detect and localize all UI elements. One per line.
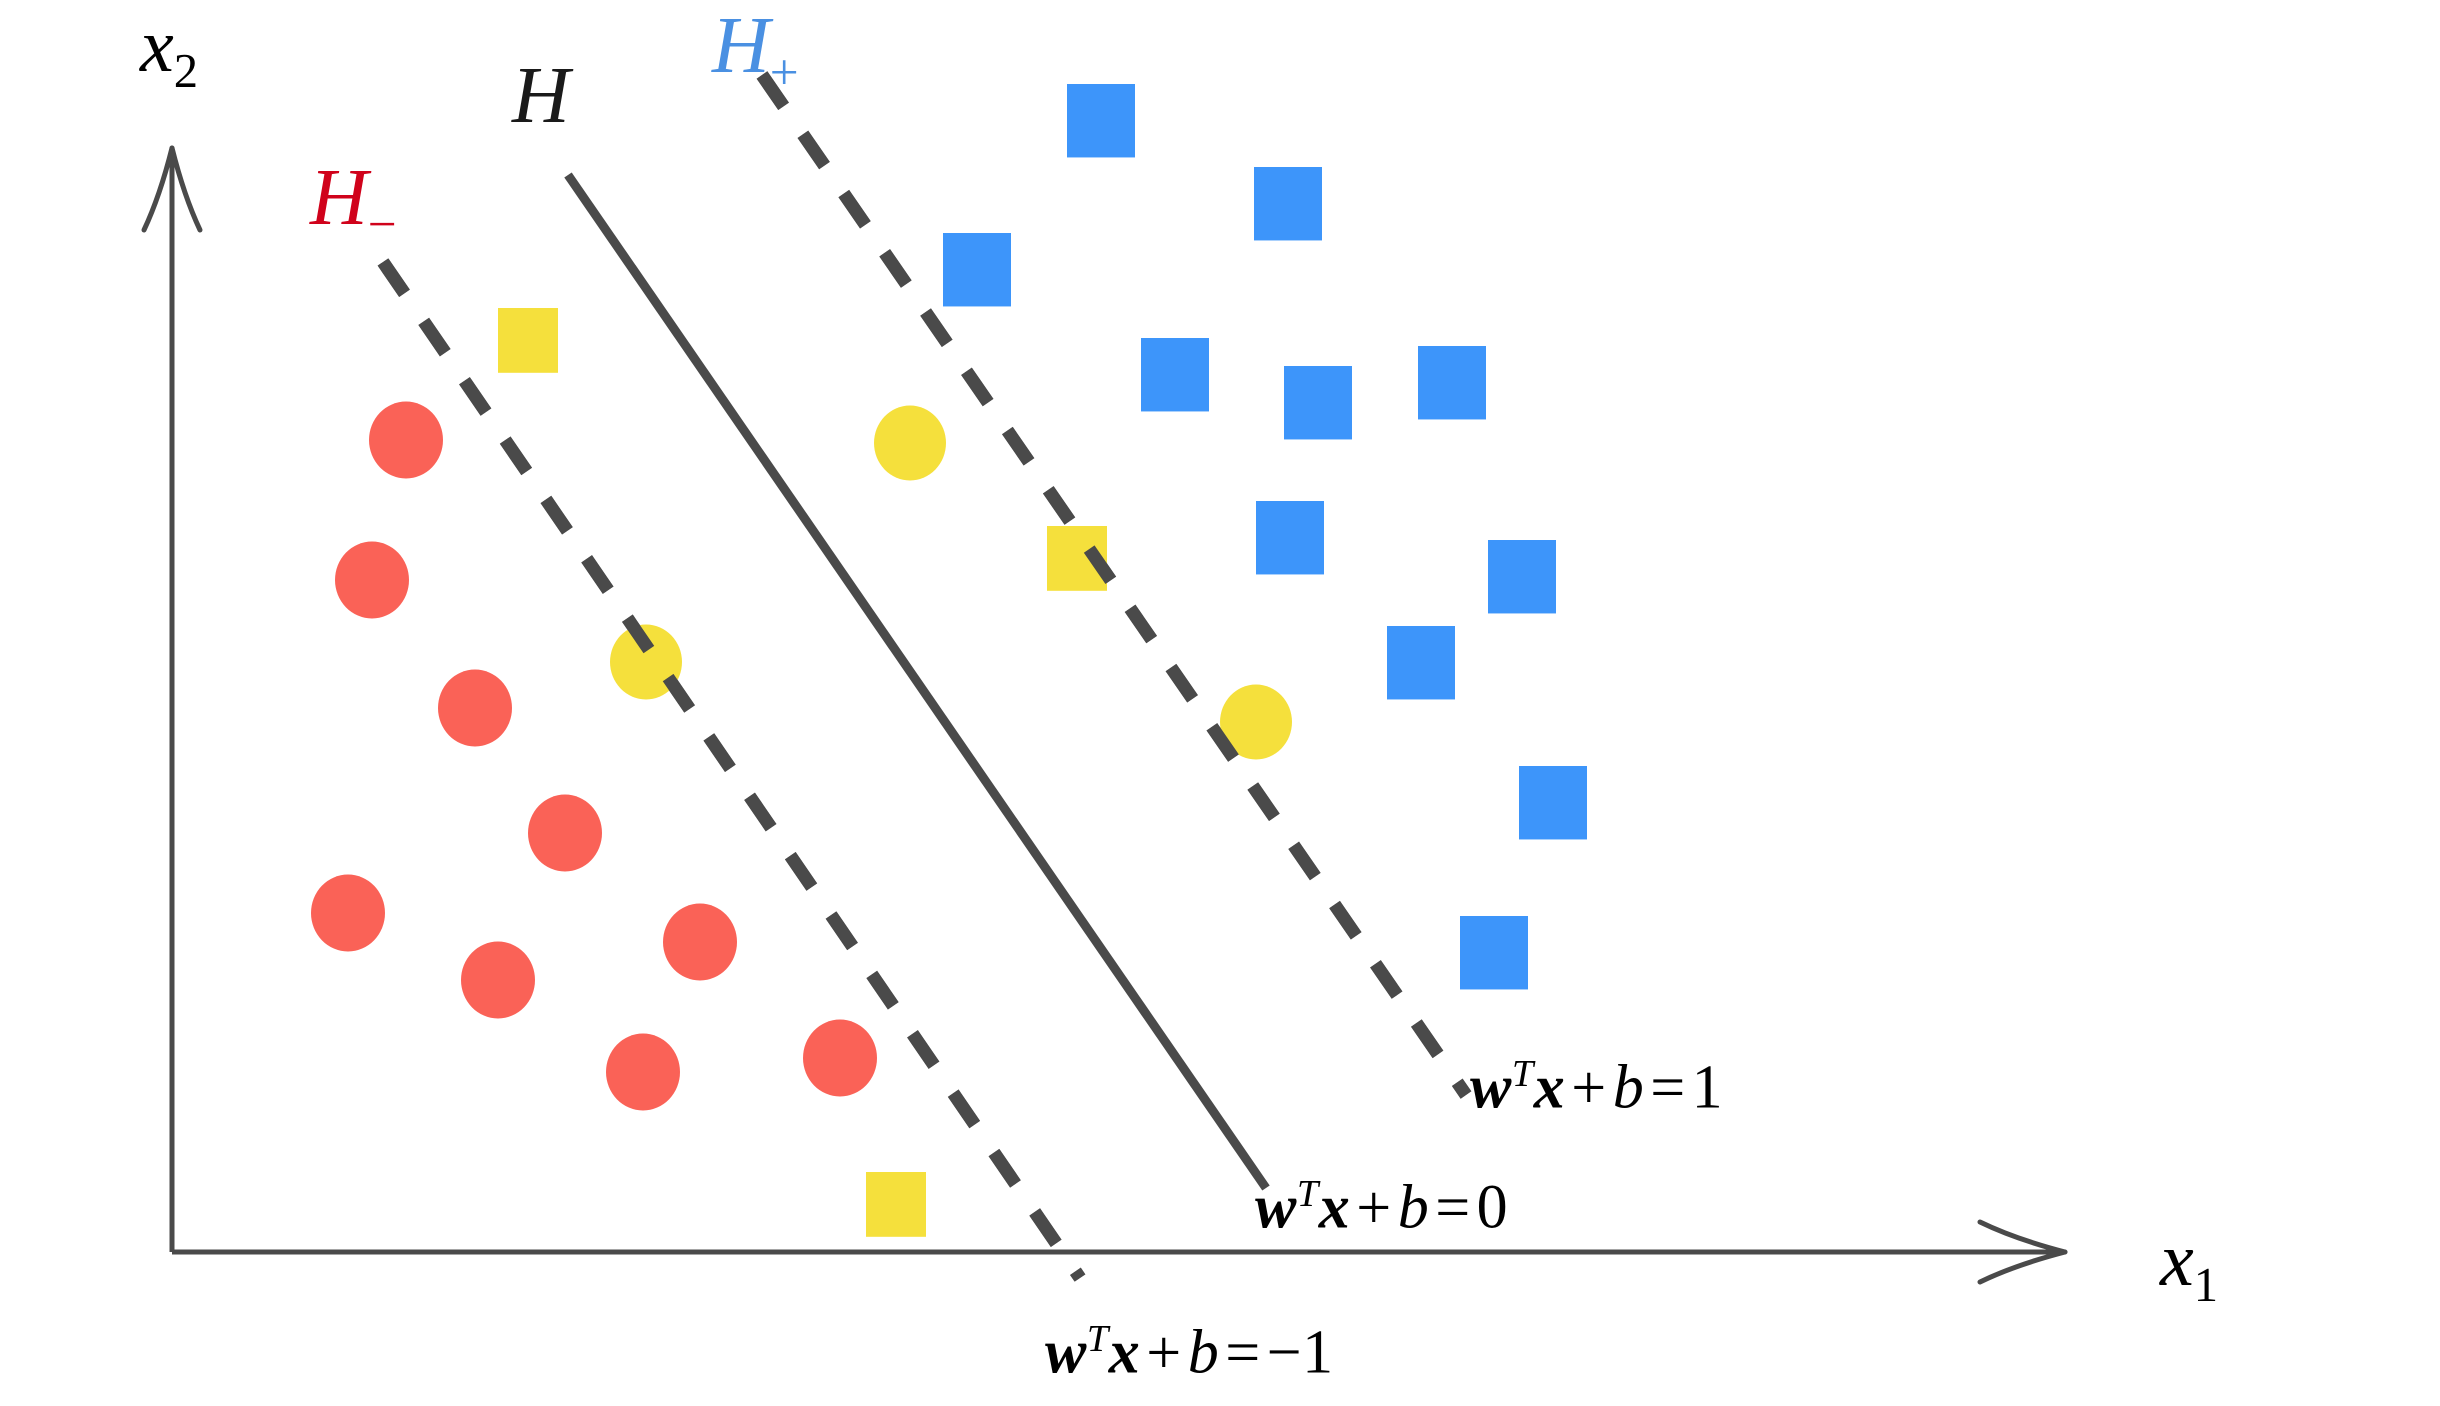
eq-minus-value: −1 — [1266, 1318, 1334, 1387]
data-point-circle — [335, 541, 409, 619]
data-point-square — [1460, 916, 1528, 990]
hyperplane-label-H-plus-sub: + — [769, 44, 799, 101]
eq-zero-x: x — [1318, 1173, 1351, 1242]
margin-line-h-plus-overlay — [756, 71, 1472, 1099]
y-axis-arrowhead-left — [141, 145, 175, 233]
data-points-group — [311, 71, 1587, 1282]
data-point-circle — [461, 941, 535, 1019]
data-point-square — [1488, 540, 1556, 614]
eq-plus-equals: = — [1650, 1053, 1686, 1122]
eq-plus-b: b — [1612, 1053, 1645, 1122]
data-point-circle — [311, 874, 385, 952]
data-point-square — [498, 308, 558, 373]
data-point-square — [866, 1172, 926, 1237]
hyperplane-label-H-text: H — [512, 52, 570, 140]
eq-zero-transpose: T — [1296, 1173, 1319, 1215]
hyperplane-label-H: H — [512, 56, 570, 136]
data-point-square — [1387, 626, 1455, 700]
data-point-circle — [528, 794, 602, 872]
eq-minus-transpose: T — [1086, 1318, 1109, 1360]
y-axis-label-text: x — [140, 4, 174, 88]
data-point-square — [943, 233, 1011, 307]
margin-line-h-minus-overlay — [377, 258, 1086, 1282]
y-axis-arrowhead-right — [169, 145, 203, 233]
x-axis-label-text: x — [2160, 1218, 2194, 1302]
eq-zero-w: w — [1255, 1173, 1297, 1242]
hyperplane-lines-group — [377, 71, 1472, 1282]
data-point-circle — [369, 401, 443, 479]
hyperplane-label-H-minus: H− — [310, 158, 397, 250]
data-point-circle — [438, 669, 512, 747]
data-point-square — [1284, 366, 1352, 440]
eq-zero-value: 0 — [1476, 1173, 1509, 1242]
eq-plus-operator: + — [1571, 1053, 1607, 1122]
equation-margin-negative: wTx+b=−1 — [1045, 1320, 1334, 1384]
data-point-square — [1418, 346, 1486, 420]
eq-plus-x: x — [1533, 1053, 1566, 1122]
x-axis-label: x1 — [2160, 1222, 2218, 1310]
x-axis-label-sub: 1 — [2193, 1258, 2219, 1313]
equation-margin-positive: wTx+b=1 — [1470, 1055, 1723, 1119]
x-axis-arrowhead-bottom — [1977, 1249, 2068, 1285]
y-axis-label: x2 — [140, 8, 198, 96]
eq-zero-operator: + — [1356, 1173, 1392, 1242]
x-axis-arrowhead-top — [1977, 1219, 2068, 1255]
hyperplane-label-H-plus-text: H — [712, 2, 770, 90]
data-point-circle — [606, 1033, 680, 1111]
data-point-square — [1254, 167, 1322, 241]
data-point-circle — [1220, 684, 1292, 760]
y-axis-label-sub: 2 — [173, 44, 199, 99]
hyperplane-line-h — [564, 172, 1270, 1191]
data-point-circle — [874, 405, 946, 481]
data-point-square — [1067, 84, 1135, 158]
eq-plus-w: w — [1470, 1053, 1512, 1122]
eq-minus-w: w — [1045, 1318, 1087, 1387]
eq-plus-transpose: T — [1511, 1053, 1534, 1095]
data-point-circle — [663, 903, 737, 981]
data-point-square — [1519, 766, 1587, 840]
eq-minus-equals: = — [1225, 1318, 1261, 1387]
eq-minus-x: x — [1108, 1318, 1141, 1387]
eq-minus-b: b — [1187, 1318, 1220, 1387]
hyperplane-label-H-plus: H+ — [712, 6, 799, 98]
axes-group — [141, 145, 2068, 1285]
data-point-circle — [803, 1019, 877, 1097]
data-point-square — [1256, 501, 1324, 575]
equation-hyperplane: wTx+b=0 — [1255, 1175, 1508, 1239]
hyperplane-label-H-minus-text: H — [310, 154, 368, 242]
data-point-square — [1141, 338, 1209, 412]
eq-zero-b: b — [1397, 1173, 1430, 1242]
hyperplane-label-H-minus-sub: − — [367, 196, 397, 253]
eq-plus-value: 1 — [1691, 1053, 1724, 1122]
eq-minus-operator: + — [1146, 1318, 1182, 1387]
eq-zero-equals: = — [1435, 1173, 1471, 1242]
